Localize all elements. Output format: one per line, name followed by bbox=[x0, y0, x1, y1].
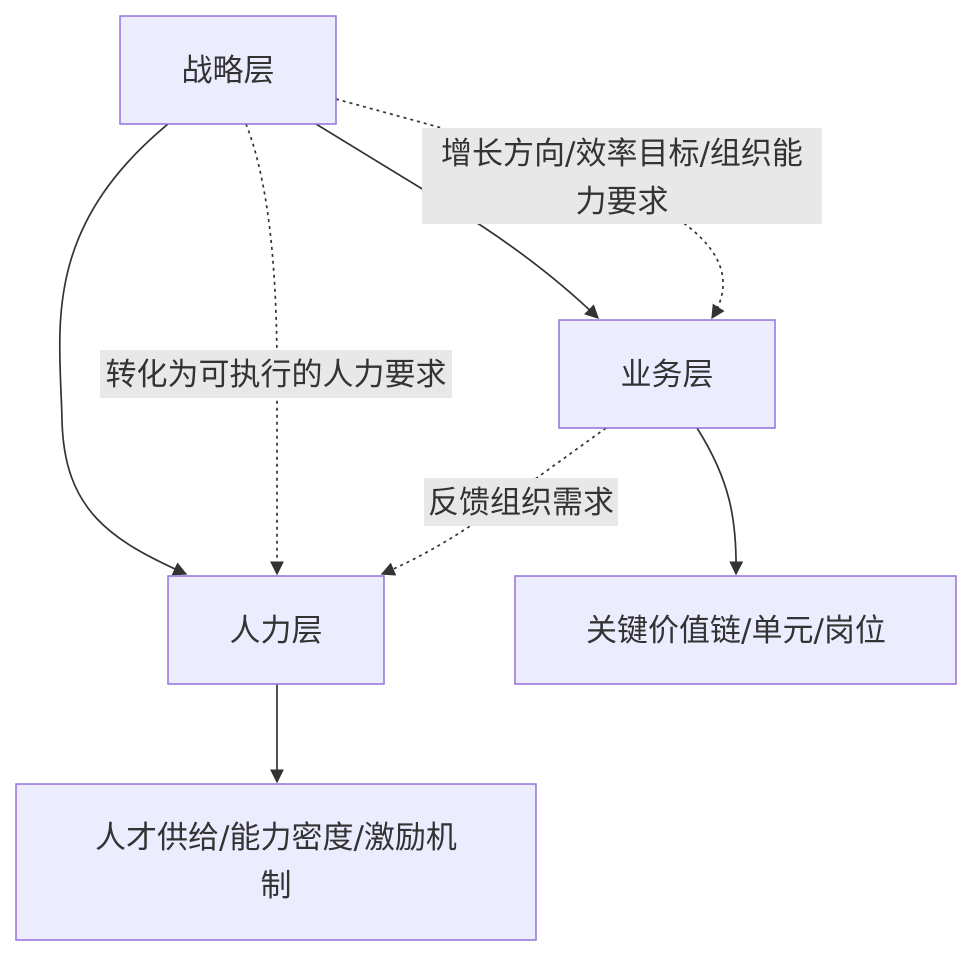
edge-label-bg bbox=[100, 350, 452, 398]
edge-label-line: 增长方向/效率目标/组织能 bbox=[441, 136, 803, 172]
edge-label-strategy-to-business: 增长方向/效率目标/组织能 力要求 bbox=[422, 128, 822, 224]
node-label: 业务层 bbox=[621, 357, 714, 393]
node-talent[interactable]: 人才供给/能力密度/激励机 制 bbox=[15, 783, 537, 941]
node-box bbox=[167, 575, 385, 685]
edge-label-strategy-to-hr: 转化为可执行的人力要求 bbox=[100, 350, 452, 398]
edge-label-bg bbox=[422, 128, 822, 224]
node-label-line: 人才供给/能力密度/激励机 bbox=[95, 820, 457, 856]
node-label: 关键价值链/单元/岗位 bbox=[586, 613, 886, 649]
node-hr[interactable]: 人力层 bbox=[167, 575, 385, 685]
node-label-line: 制 bbox=[261, 868, 292, 904]
edge-label-business-to-hr: 反馈组织需求 bbox=[424, 478, 618, 526]
edge-strategy-to-hr-dotted bbox=[245, 123, 284, 576]
edge-strategy-to-hr-solid bbox=[58, 123, 188, 576]
edge-business-to-valuechain bbox=[696, 427, 744, 576]
node-value-chain[interactable]: 关键价值链/单元/岗位 bbox=[514, 575, 957, 685]
node-label: 战略层 bbox=[182, 53, 275, 89]
node-box bbox=[558, 319, 776, 429]
node-strategy[interactable]: 战略层 bbox=[119, 15, 337, 125]
node-business[interactable]: 业务层 bbox=[558, 319, 776, 429]
node-box bbox=[119, 15, 337, 125]
node-box bbox=[15, 783, 537, 941]
node-box bbox=[514, 575, 957, 685]
edge-label-text: 反馈组织需求 bbox=[428, 485, 614, 521]
edge-label-bg bbox=[424, 478, 618, 526]
node-label: 人力层 bbox=[230, 613, 323, 649]
edge-label-text: 转化为可执行的人力要求 bbox=[106, 357, 447, 393]
edge-label-line: 力要求 bbox=[576, 184, 669, 220]
